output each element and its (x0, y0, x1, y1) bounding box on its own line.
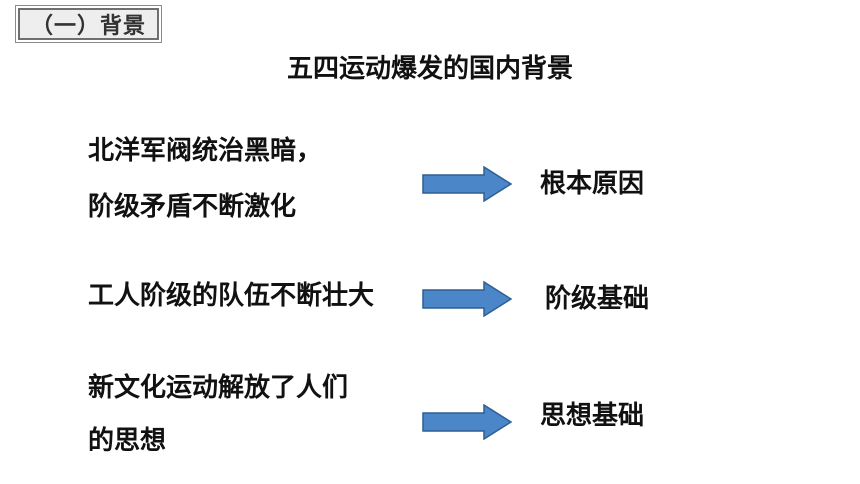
right-arrow-icon (422, 404, 512, 440)
result-row-2: 阶级基础 (545, 284, 650, 314)
cause-row-1-line-1: 北洋军阀统治黑暗， (88, 136, 323, 166)
page-title: 五四运动爆发的国内背景 (286, 54, 573, 84)
result-row-3: 思想基础 (540, 401, 645, 431)
cause-row-2-line-1: 工人阶级的队伍不断壮大 (88, 281, 375, 311)
result-row-1: 根本原因 (540, 169, 645, 199)
cause-row-3-line-2: 的思想 (88, 426, 167, 456)
section-tag-label: （一）背景 (18, 8, 159, 40)
right-arrow-icon (422, 281, 512, 317)
cause-row-1-line-2: 阶级矛盾不断激化 (88, 192, 297, 222)
cause-row-3-line-1: 新文化运动解放了人们 (88, 373, 349, 403)
right-arrow-icon (422, 166, 512, 202)
section-tag: （一）背景 (15, 5, 162, 43)
